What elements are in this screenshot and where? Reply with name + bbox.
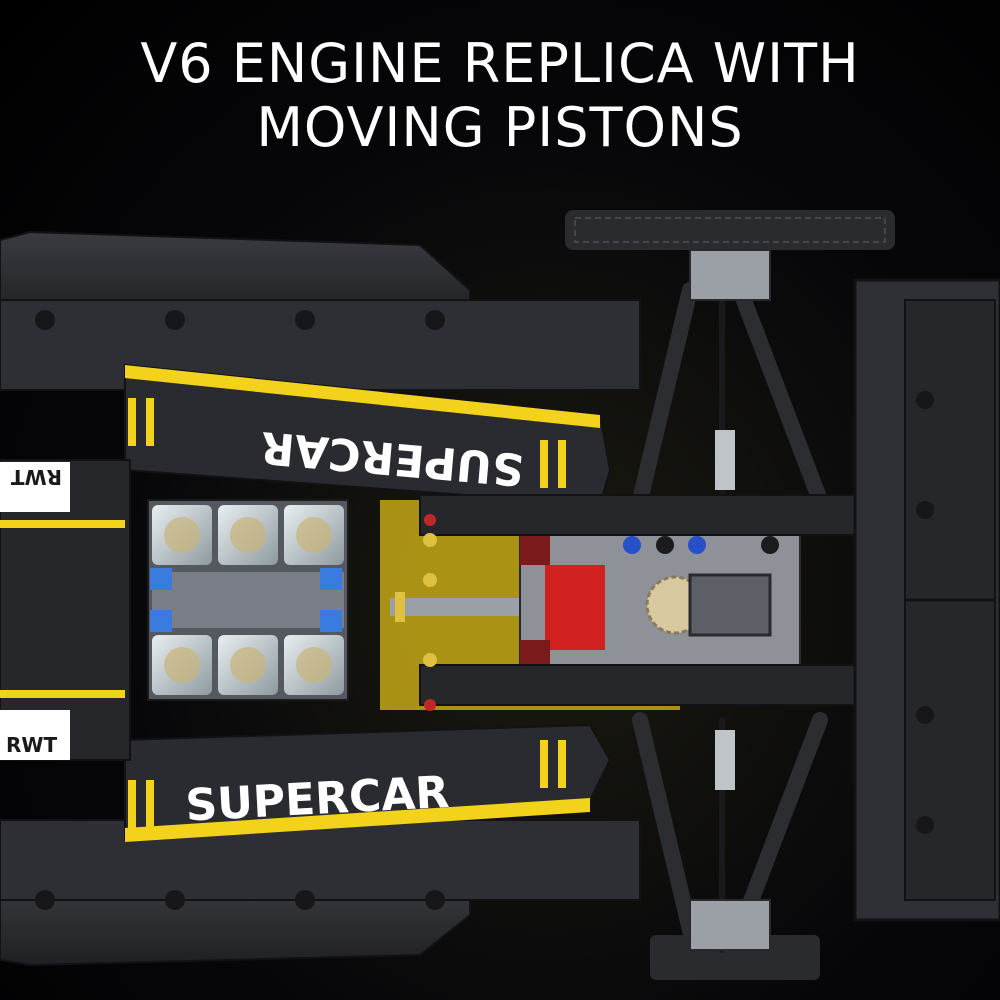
upper-body-panel <box>0 230 471 321</box>
upper-yellow-stripe <box>125 365 600 428</box>
lower-yellow-bar-2 <box>146 780 154 828</box>
lower-side-block <box>0 819 641 901</box>
blue-pin-2 <box>688 536 706 554</box>
upper-sidepod <box>124 363 612 507</box>
red-gear-housing <box>545 565 605 650</box>
shaft-gold-ring <box>395 592 405 622</box>
differential-frame <box>688 573 772 637</box>
headline: V6 ENGINE REPLICA WITH MOVING PISTONS <box>0 32 1000 160</box>
upper-damper <box>715 430 735 490</box>
rwt-text-upper: RWT <box>11 465 62 489</box>
upper-side-block <box>0 299 641 391</box>
lower-yellow-stripe <box>125 798 590 842</box>
headline-line-2: MOVING PISTONS <box>256 96 744 159</box>
body-studs <box>35 310 445 910</box>
lower-yellow-bar-4 <box>558 740 566 788</box>
blue-pin-1 <box>623 536 641 554</box>
v6-engine-block <box>147 499 349 701</box>
lower-damper <box>715 730 735 790</box>
upper-yellow-bar-4 <box>558 440 566 488</box>
upper-cross-beam <box>419 494 861 536</box>
crank-row <box>152 572 344 628</box>
rear-wheel-top <box>565 210 895 250</box>
rwt-badge-lower <box>0 710 70 760</box>
lower-cross-beam <box>419 664 861 706</box>
lower-sidepod <box>124 723 612 842</box>
rwt-badge-upper <box>0 462 70 512</box>
cockpit-yellow-upper <box>0 520 125 528</box>
upper-yellow-bar-3 <box>540 440 548 488</box>
upper-hub <box>689 249 771 301</box>
lower-hub <box>689 899 771 951</box>
upper-yellow-bar-2 <box>146 398 154 446</box>
rwt-text-lower: RWT <box>6 733 57 757</box>
drive-shaft <box>390 598 550 616</box>
lower-yellow-bar-3 <box>540 740 548 788</box>
cockpit-yellow-lower <box>0 690 125 698</box>
lower-yellow-bar-1 <box>128 780 136 828</box>
headline-line-1: V6 ENGINE REPLICA WITH <box>140 32 860 95</box>
upper-yellow-bars-left <box>128 398 136 446</box>
gearbox <box>519 529 801 687</box>
